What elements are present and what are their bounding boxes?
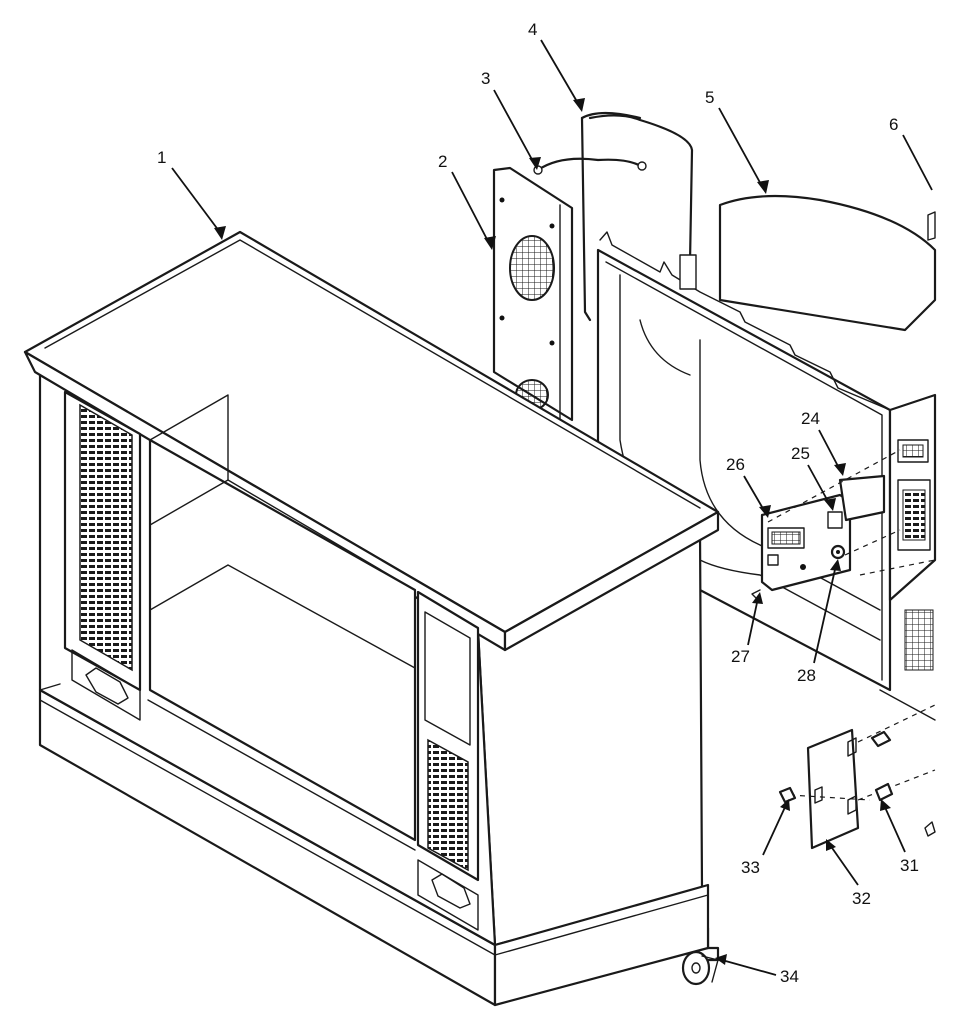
wire-clip-part	[533, 157, 647, 175]
callout-labels: 1 2 3 4 5 6 24 25 26 27	[157, 20, 933, 986]
callout-33: 33	[741, 858, 760, 877]
callout-34: 34	[780, 967, 799, 986]
callout-4: 4	[528, 20, 537, 39]
callout-5: 5	[705, 88, 714, 107]
callout-6: 6	[889, 115, 898, 134]
callout-2: 2	[438, 152, 447, 171]
callout-1: 1	[157, 148, 166, 167]
callout-24: 24	[801, 409, 820, 428]
tv-cabinet-part	[23, 230, 720, 1007]
callout-28: 28	[797, 666, 816, 685]
wire-loop-part	[580, 111, 697, 322]
callout-27: 27	[731, 647, 750, 666]
back-cover-parts	[778, 704, 936, 850]
callout-25: 25	[791, 444, 810, 463]
control-panel-parts	[751, 449, 936, 601]
back-frame-part	[596, 231, 937, 721]
speaker-board-part	[492, 166, 574, 422]
callout-26: 26	[726, 455, 745, 474]
callout-31: 31	[900, 856, 919, 875]
picture-tube-part	[718, 194, 937, 332]
callout-3: 3	[481, 69, 490, 88]
callout-32: 32	[852, 889, 871, 908]
